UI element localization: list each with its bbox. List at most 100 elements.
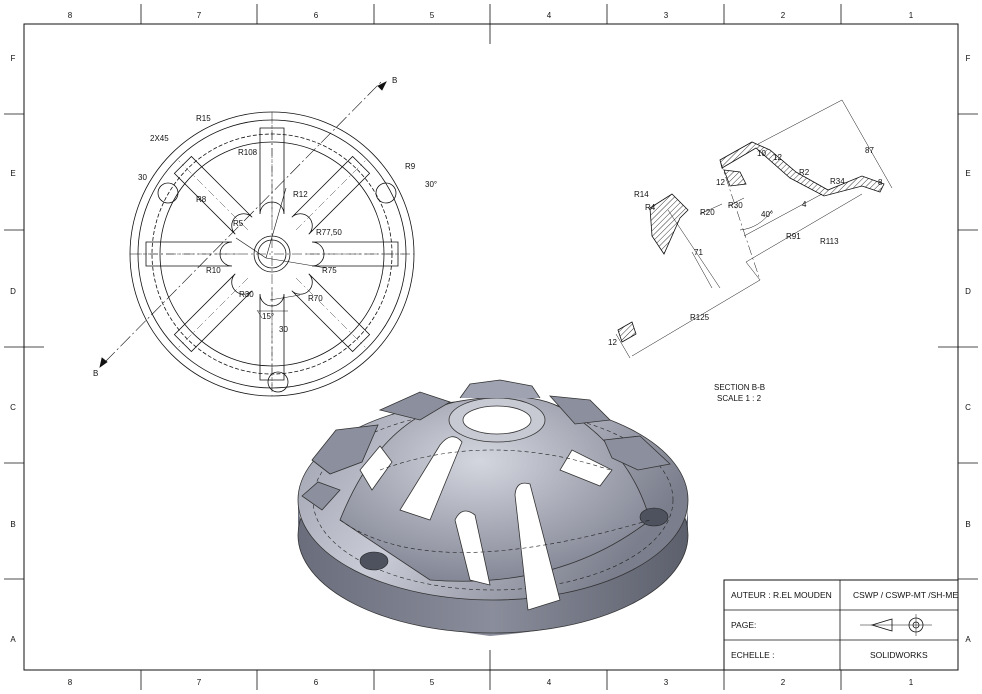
zone-row-a: A — [10, 635, 16, 644]
section-marker-bottom: B — [93, 369, 98, 378]
sec-dim-r4: R4 — [645, 203, 656, 212]
zone-col-1: 1 — [909, 11, 914, 20]
zone-col-3-bottom: 3 — [664, 678, 669, 687]
sec-dim-12b: 12 — [773, 153, 782, 162]
dim-r15: R15 — [196, 114, 211, 123]
zone-col-6: 6 — [314, 11, 319, 20]
iso-hole — [639, 507, 669, 527]
dim-15-deg: 15° — [262, 312, 274, 321]
sec-dim-r14: R14 — [634, 190, 649, 199]
iso-tab — [311, 424, 379, 475]
dim-r108: R108 — [238, 148, 258, 157]
iso-slot — [399, 436, 463, 521]
dim-r30: R30 — [239, 290, 254, 299]
zone-row-b: B — [10, 520, 15, 529]
sec-dim-r91: R91 — [786, 232, 801, 241]
sec-dim-87: 87 — [865, 146, 874, 155]
section-marker-top: B — [392, 76, 397, 85]
zone-col-2: 2 — [781, 11, 786, 20]
isometric-part — [297, 379, 689, 636]
front-slot-centerline — [295, 160, 366, 231]
zone-col-8: 8 — [68, 11, 73, 20]
zone-row-d: D — [10, 287, 16, 296]
zone-row-f: F — [11, 54, 16, 63]
zone-col-2-bottom: 2 — [781, 678, 786, 687]
sec-dim-r2: R2 — [799, 168, 810, 177]
zone-col-4-bottom: 4 — [547, 678, 552, 687]
front-slot — [145, 241, 233, 267]
zone-row-c-right: C — [965, 403, 971, 412]
front-slot — [291, 273, 371, 353]
dim-r77: R77,50 — [316, 228, 342, 237]
dim-30-left: 30 — [138, 173, 147, 182]
zone-col-8-bottom: 8 — [68, 678, 73, 687]
iso-slot — [359, 445, 393, 491]
dim-r5: R5 — [233, 219, 244, 228]
front-slot — [173, 155, 253, 235]
sec-dim-4: 4 — [802, 200, 807, 209]
iso-tab — [549, 395, 611, 425]
iso-bore — [462, 405, 532, 435]
zone-row-a-right: A — [965, 635, 971, 644]
section-body — [719, 141, 885, 197]
section-foot — [617, 321, 637, 343]
title-page-label: PAGE: — [731, 620, 756, 630]
iso-slot — [559, 449, 613, 487]
dim-r8: R8 — [196, 195, 207, 204]
front-view-labels: B B R15 2X45 R108 30 R8 R5 R12 R9 30° R7… — [93, 76, 437, 378]
sec-dim-r20: R20 — [700, 208, 715, 217]
title-scale-label: ECHELLE : — [731, 650, 774, 660]
zone-row-d-right: D — [965, 287, 971, 296]
sec-dim-71: 71 — [694, 248, 703, 257]
front-slot-centerline — [295, 277, 366, 348]
front-slot — [259, 127, 285, 215]
iso-tab — [301, 481, 341, 511]
front-slot-centerline — [178, 160, 249, 231]
zone-col-5-bottom: 5 — [430, 678, 435, 687]
sec-dim-r30: R30 — [728, 201, 743, 210]
zone-col-1-bottom: 1 — [909, 678, 914, 687]
dim-chamfer: 2X45 — [150, 134, 169, 143]
title-software: SOLIDWORKS — [870, 650, 928, 660]
sec-dim-r34: R34 — [830, 177, 845, 186]
dim-r75: R75 — [322, 266, 337, 275]
sec-dim-12a: 12 — [716, 178, 725, 187]
front-slot — [173, 273, 253, 353]
section-view-labels: R14 R4 R20 R30 12 10 12 R2 R34 4 8 87 40… — [608, 146, 883, 403]
front-slot — [291, 155, 371, 235]
zone-row-f-right: F — [966, 54, 971, 63]
sheet-border: 8 7 6 5 4 3 2 1 8 7 6 5 4 3 2 1 F E D C … — [4, 4, 978, 690]
dim-r12: R12 — [293, 190, 308, 199]
dim-r70: R70 — [308, 294, 323, 303]
sec-dim-r125: R125 — [690, 313, 710, 322]
front-slot — [311, 241, 399, 267]
sec-dim-40-deg: 40° — [761, 210, 773, 219]
zone-row-e: E — [10, 169, 15, 178]
zone-row-b-right: B — [965, 520, 970, 529]
iso-slot — [454, 510, 491, 586]
projection-symbol-icon — [860, 614, 932, 636]
sec-dim-10: 10 — [757, 149, 766, 158]
iso-hole — [359, 551, 389, 571]
sec-dim-12c: 12 — [608, 338, 617, 347]
dim-r10: R10 — [206, 266, 221, 275]
front-slot-centerline — [178, 277, 249, 348]
zone-row-c: C — [10, 403, 16, 412]
iso-tab — [603, 435, 671, 471]
iso-tab — [378, 391, 451, 421]
section-view — [615, 99, 893, 359]
zone-col-3: 3 — [664, 11, 669, 20]
zone-col-7: 7 — [197, 11, 202, 20]
dim-r9: R9 — [405, 162, 416, 171]
zone-col-5: 5 — [430, 11, 435, 20]
zone-col-7-bottom: 7 — [197, 678, 202, 687]
dim-30-bottom: 30 — [279, 325, 288, 334]
title-author: AUTEUR : R.EL MOUDEN — [731, 590, 832, 600]
dim-30-deg: 30° — [425, 180, 437, 189]
section-flange — [649, 193, 689, 255]
front-slot — [259, 293, 285, 381]
section-title: SECTION B-B — [714, 383, 765, 392]
title-block: AUTEUR : R.EL MOUDEN CSWP / CSWP-MT /SH-… — [723, 579, 959, 671]
sec-dim-8: 8 — [878, 178, 883, 187]
